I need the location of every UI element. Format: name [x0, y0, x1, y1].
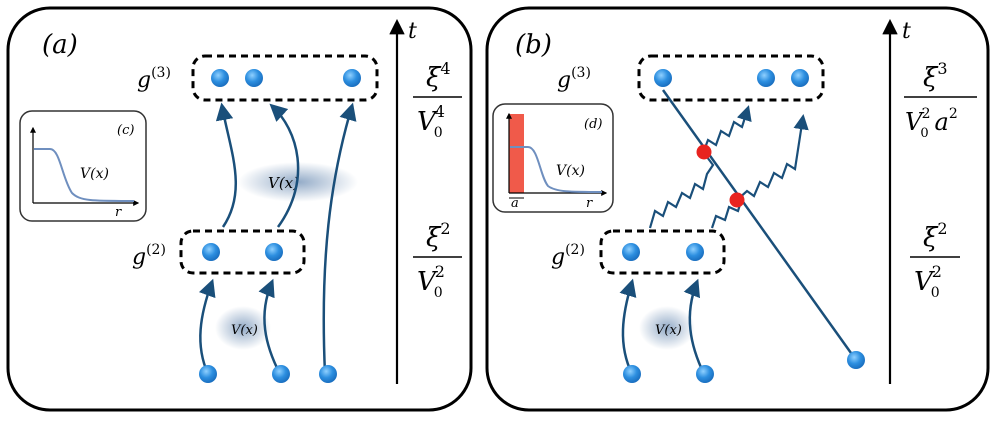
svg-text:ξ2: ξ2 [426, 219, 451, 253]
zigzag-b1 [648, 152, 715, 229]
inset-c-potential-curve [34, 148, 135, 202]
inset-c-curve-label: V(x) [80, 166, 109, 182]
potential-label-small-b: V(x) [655, 323, 682, 338]
inset-c-label: (c) [117, 123, 134, 138]
particle-b-init-1 [623, 365, 641, 383]
particle-a-init-2 [272, 365, 290, 383]
time-axis-label-b: t [902, 19, 911, 44]
worldline-a5 [269, 103, 300, 228]
panel-b: (b) t g(3) g(2) V(x) [485, 6, 990, 412]
particle-a-init-1 [199, 365, 217, 383]
particle-a-init-3 [319, 365, 337, 383]
rate-bottom-a: ξ2 V02 [413, 219, 462, 301]
particle-b-g3-1 [654, 69, 672, 87]
level-g2-label-a: g(2) [132, 242, 166, 270]
interaction-haze-small-b [639, 306, 695, 350]
panel-b-label: (b) [515, 30, 552, 60]
particle-b-g3-2 [757, 69, 775, 87]
worldline-b2 [683, 278, 706, 375]
svg-text:ξ2: ξ2 [923, 219, 948, 253]
vertex-b1 [696, 144, 712, 160]
svg-text:V02: V02 [914, 262, 942, 301]
svg-text:ξ3: ξ3 [923, 59, 948, 93]
time-axis-label-a: t [408, 19, 417, 44]
inset-d-label: (d) [584, 117, 602, 132]
particle-b-g2-1 [622, 243, 640, 261]
worldline-a2 [258, 278, 282, 375]
particle-b-init-3 [847, 351, 865, 369]
panel-a: (a) t g(3) g(2) V(x) V(x) ξ4 [6, 6, 473, 412]
svg-text:V04: V04 [417, 102, 445, 141]
worldline-a1 [198, 278, 216, 375]
zigzag-b2 [701, 105, 752, 154]
inset-c-axis-label: r [115, 205, 122, 220]
worldline-a3 [322, 102, 357, 375]
worldline-a4 [215, 102, 237, 228]
potential-label-small-a: V(x) [231, 323, 258, 338]
cluster-box-g2-b [599, 229, 726, 275]
inset-d: (d) V(x) a r [492, 103, 614, 213]
inset-d-width-label: a [511, 196, 519, 211]
inset-c-frame [19, 110, 147, 222]
inset-d-axis-label: r [586, 196, 593, 211]
inset-d-barrier [509, 114, 524, 193]
panel-a-frame [6, 6, 473, 412]
particle-b-g3-3 [791, 69, 809, 87]
zigzag-b4 [736, 113, 809, 201]
particle-a-g3-1 [211, 69, 229, 87]
potential-label-big-a: V(x) [268, 174, 299, 192]
level-g3-label-a: g(3) [137, 65, 171, 93]
inset-d-curve-label: V(x) [556, 163, 585, 179]
particle-b-init-2 [696, 365, 714, 383]
particle-a-g3-2 [245, 69, 263, 87]
worldline-b-straight [661, 89, 858, 361]
svg-text:ξ4: ξ4 [426, 59, 451, 93]
particle-a-g2-2 [265, 243, 283, 261]
level-g3-label-b: g(3) [557, 65, 591, 93]
rate-bottom-b: ξ2 V02 [910, 219, 960, 301]
cluster-box-g2-a [179, 229, 306, 275]
inset-c: (c) V(x) r [19, 110, 147, 222]
particle-a-g2-1 [202, 243, 220, 261]
svg-text:V02: V02 [417, 262, 445, 301]
level-g2-label-b: g(2) [551, 242, 585, 270]
panel-a-label: (a) [42, 30, 78, 60]
particle-b-g2-2 [686, 243, 704, 261]
worldline-b1 [619, 278, 637, 375]
particle-a-g3-3 [343, 69, 361, 87]
vertex-b2 [729, 192, 745, 208]
inset-d-potential-curve [510, 146, 603, 193]
interaction-haze-small-a [215, 306, 271, 350]
panel-b-frame [485, 6, 990, 412]
rate-top-a: ξ4 V04 [413, 59, 462, 141]
